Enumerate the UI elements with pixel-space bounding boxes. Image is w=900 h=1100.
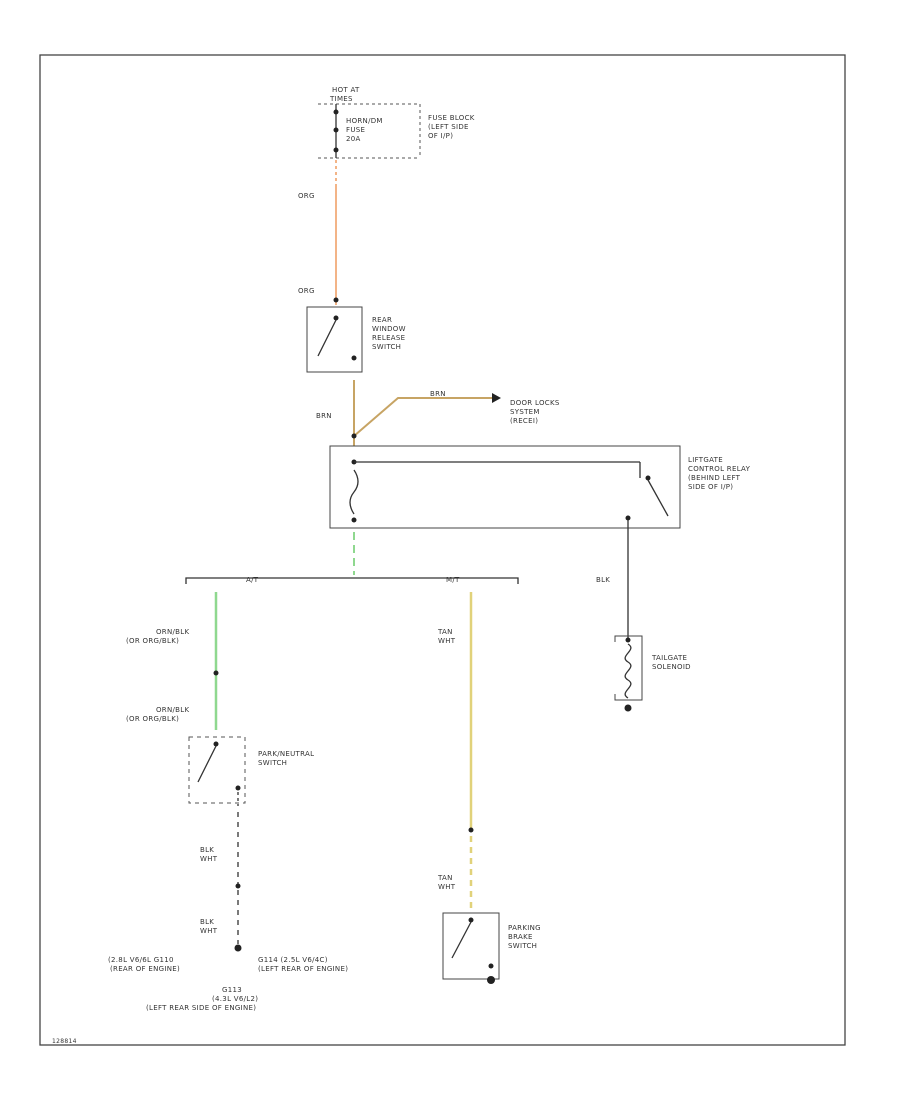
wire-label-org-bottom: ORG bbox=[298, 287, 315, 295]
wire-org: ORG ORG bbox=[298, 160, 339, 305]
tailgate-solenoid bbox=[614, 635, 643, 701]
wire-orn-blk: ORN/BLK(OR ORG/BLK) ORN/BLK(OR ORG/BLK) bbox=[126, 592, 219, 730]
wire-label-org-top: ORG bbox=[298, 192, 315, 200]
transmission-branch: A/T M/T bbox=[185, 532, 519, 584]
figure-id: 128814 bbox=[52, 1038, 77, 1045]
ground-right-label: G114 (2.5L V6/4C)(LEFT REAR OF ENGINE) bbox=[258, 956, 348, 973]
wire-label-brn-left: BRN bbox=[316, 412, 332, 420]
ground-left-label: (2.8L V6/6L G110(REAR OF ENGINE) bbox=[108, 956, 180, 973]
wire-label-blk-right: BLK bbox=[596, 576, 610, 584]
branch-label-at: A/T bbox=[246, 576, 259, 584]
wire-label-orn-blk-2: ORN/BLK(OR ORG/BLK) bbox=[126, 706, 189, 723]
branch-label-mt: M/T bbox=[446, 576, 460, 584]
wire-label-brn-right: BRN bbox=[430, 390, 446, 398]
wire-label-orn-blk-1: ORN/BLK(OR ORG/BLK) bbox=[126, 628, 189, 645]
diagram-border bbox=[39, 54, 846, 1046]
ground-bottom-label: G113(4.3L V6/L2)(LEFT REAR SIDE OF ENGIN… bbox=[146, 986, 258, 1012]
